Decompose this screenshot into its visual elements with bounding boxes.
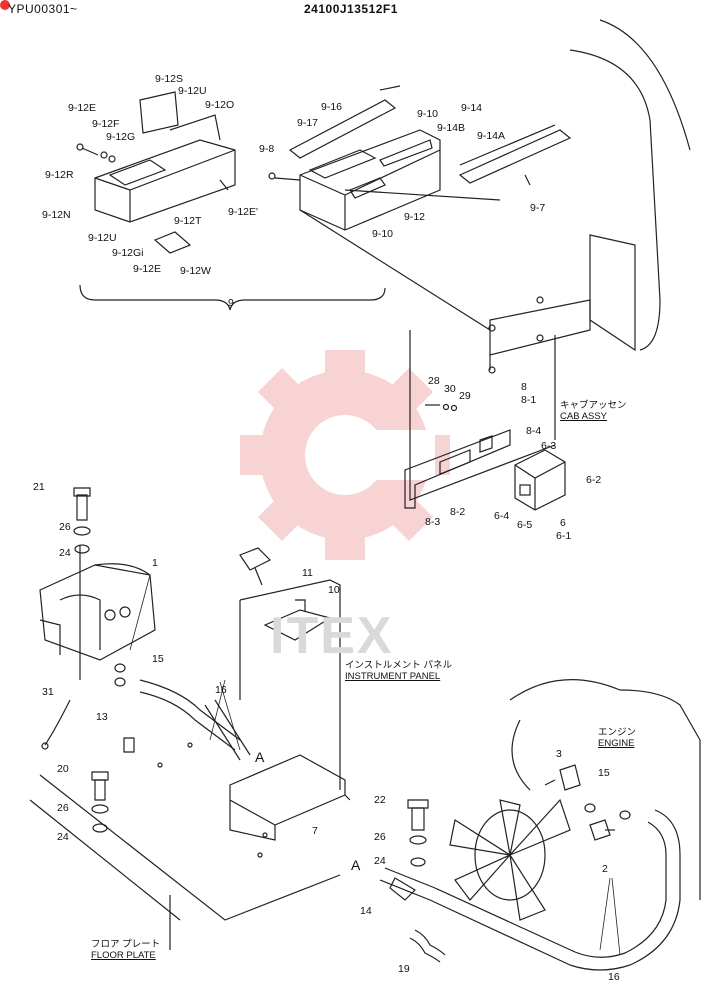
cab-assy-en: CAB ASSY (560, 410, 607, 422)
callout-10: 10 (328, 584, 340, 596)
instrument-panel-jp: インストルメント パネル (345, 660, 452, 671)
callout-2: 2 (602, 863, 608, 875)
instrument-panel-caption: インストルメント パネル INSTRUMENT PANEL (345, 660, 452, 683)
heater-unit-assembly (76, 91, 236, 254)
callout-9-10-bot: 9-10 (372, 228, 394, 240)
callout-9: 9 (228, 297, 234, 309)
callout-6-3: 6-3 (541, 440, 557, 452)
cab-assy-jp: キャブアッセン (560, 400, 627, 411)
callout-9-7: 9-7 (530, 202, 546, 214)
callout-9-14b: 9-14B (437, 122, 466, 134)
cab-assy-caption: キャブアッセン CAB ASSY (560, 400, 627, 423)
callout-9-10-top: 9-10 (417, 108, 439, 120)
watermark-text: ITEX (270, 607, 394, 665)
callout-29: 29 (459, 390, 471, 402)
left-hardware (73, 487, 135, 833)
callout-20: 20 (57, 763, 69, 775)
callout-9-12: 9-12 (404, 211, 426, 223)
callout-14: 14 (360, 905, 372, 917)
callout-9-12g: 9-12G (106, 131, 136, 143)
callout-8-2: 8-2 (450, 506, 466, 518)
callout-26-c: 26 (374, 831, 386, 843)
heater-hose-right (379, 809, 681, 971)
instrument-panel-en: INSTRUMENT PANEL (345, 670, 441, 682)
engine-en: ENGINE (598, 737, 635, 749)
callout-26-b: 26 (57, 802, 69, 814)
callout-9-16: 9-16 (321, 101, 343, 113)
callout-24-b: 24 (57, 831, 69, 843)
floor-plate-caption: フロア プレート FLOOR PLATE (91, 939, 161, 962)
cab-outline (299, 19, 691, 501)
callout-9-12e-bot: 9-12E (133, 263, 162, 275)
callout-9-12f: 9-12F (92, 118, 120, 130)
heater-valves (544, 764, 631, 841)
callout-9-12u-top: 9-12U (178, 85, 207, 97)
callout-a-right: A (351, 857, 361, 873)
callout-16-a: 16 (215, 684, 227, 696)
engine-caption: エンジン ENGINE (598, 727, 637, 750)
callout-13: 13 (96, 711, 108, 723)
callout-9-12n: 9-12N (42, 209, 71, 221)
callout-8-1: 8-1 (521, 394, 537, 406)
callout-6-5: 6-5 (517, 519, 533, 531)
floor-plate (29, 742, 341, 950)
center-hardware (389, 799, 446, 963)
callout-6: 6 (560, 517, 566, 529)
engine-outline (509, 679, 701, 900)
callout-3: 3 (556, 748, 562, 760)
document-number: 24100J13512F1 (304, 2, 398, 16)
callout-30: 30 (444, 383, 456, 395)
callout-24-a: 24 (59, 547, 71, 559)
callout-9-12e-top: 9-12E (68, 102, 97, 114)
callout-24-c: 24 (374, 855, 386, 867)
callout-31: 31 (42, 686, 54, 698)
callout-1: 1 (152, 557, 158, 569)
blower-motor (39, 545, 156, 680)
floor-plate-jp: フロア プレート (91, 939, 161, 950)
instrument-panel (239, 547, 341, 790)
callout-6-4: 6-4 (494, 510, 510, 522)
callout-9-12s: 9-12S (155, 73, 184, 85)
callout-8-4: 8-4 (526, 425, 542, 437)
callout-8-3: 8-3 (425, 516, 441, 528)
callout-7: 7 (312, 825, 318, 837)
callout-6-2: 6-2 (586, 474, 602, 486)
callout-a-left: A (255, 749, 265, 765)
callout-9-12t: 9-12T (174, 215, 202, 227)
callout-16-b: 16 (608, 971, 620, 983)
callout-15-b: 15 (598, 767, 610, 779)
callout-26-a: 26 (59, 521, 71, 533)
callout-9-12gi: 9-12Gi (112, 247, 144, 259)
callout-9-12o: 9-12O (205, 99, 235, 111)
corner-badge (0, 0, 10, 10)
callout-9-8: 9-8 (259, 143, 275, 155)
callout-15-a: 15 (152, 653, 164, 665)
heater-hose-left (41, 663, 251, 761)
leader-lines (129, 574, 621, 956)
callout-21: 21 (33, 481, 45, 493)
callout-9-17: 9-17 (297, 117, 319, 129)
callout-11: 11 (302, 567, 313, 579)
cooling-fan (449, 798, 571, 921)
switch-panel (404, 403, 511, 509)
callout-9-12e-right: 9-12E' (228, 206, 259, 218)
relay-box (514, 449, 566, 511)
mounting-bracket (229, 754, 351, 841)
engine-jp: エンジン (598, 727, 637, 738)
callout-9-12r: 9-12R (45, 169, 74, 181)
callout-9-12u-bot: 9-12U (88, 232, 117, 244)
callout-28: 28 (428, 375, 440, 387)
callout-8: 8 (521, 381, 527, 393)
floor-plate-en: FLOOR PLATE (91, 949, 156, 961)
callout-19: 19 (398, 963, 410, 975)
serial-range: YPU00301~ (8, 2, 78, 16)
callout-22: 22 (374, 794, 386, 806)
callout-9-12w: 9-12W (180, 265, 211, 277)
callout-9-14a: 9-14A (477, 130, 506, 142)
callout-6-1: 6-1 (556, 530, 572, 542)
callout-9-14: 9-14 (461, 102, 483, 114)
